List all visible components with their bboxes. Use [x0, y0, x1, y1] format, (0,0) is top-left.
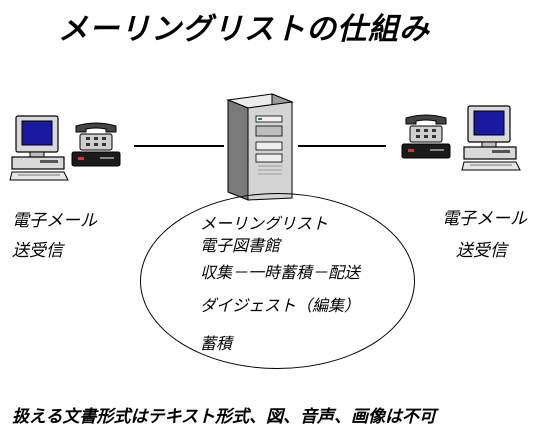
function-storage: 蓄積 — [200, 334, 233, 353]
function-digital-library: 電子図書館 — [200, 236, 281, 255]
server-tower-icon — [226, 93, 294, 201]
function-digest: ダイジェスト（編集） — [200, 296, 361, 315]
right-client-label-2: 送受信 — [456, 241, 507, 261]
left-client-label-2: 送受信 — [12, 241, 63, 261]
server-function-oval — [140, 193, 415, 369]
footer-note: 扱える文書形式はテキスト形式、図、音声、画像は不可 — [12, 407, 436, 427]
left-connection-line — [134, 145, 224, 147]
right-connection-line — [298, 145, 386, 147]
right-computer-icon — [461, 105, 521, 171]
function-mailing-list: メーリングリスト — [200, 214, 329, 233]
function-collect-store-deliver: 収集－一時蓄積－配送 — [200, 263, 361, 282]
left-computer-icon — [9, 115, 69, 181]
left-telephone-modem-icon — [71, 122, 121, 167]
right-telephone-modem-icon — [401, 114, 451, 159]
page-title: メーリングリストの仕組み — [58, 12, 430, 47]
left-client-label-1: 電子メール — [12, 211, 97, 231]
right-client-label-1: 電子メール — [442, 209, 527, 229]
